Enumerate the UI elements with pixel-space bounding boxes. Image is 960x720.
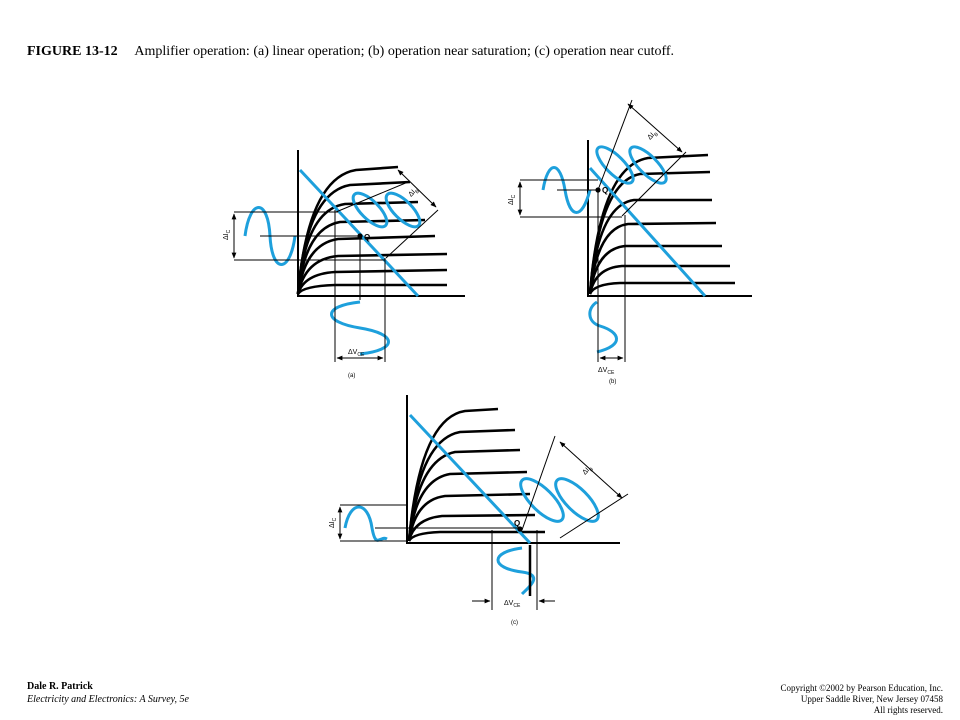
figure-number: FIGURE 13-12 (27, 44, 118, 59)
panel-c: Q ΔIC ΔIB ΔVCE (c) (329, 395, 629, 626)
panel-b-vce-label: ΔVCE (598, 367, 615, 376)
panel-c-ic-label: ΔIC (329, 517, 338, 528)
footer-copyright-3: All rights reserved. (873, 705, 943, 715)
panel-c-axes (406, 395, 620, 544)
panel-b-q-label: Q (602, 186, 608, 195)
panel-b-guides (520, 99, 687, 362)
panel-a-curves (296, 165, 448, 295)
panel-c-input-wave (343, 505, 388, 542)
footer-author-block: Dale R. Patrick Electricity and Electron… (27, 680, 189, 706)
panel-a-load-line (298, 168, 420, 298)
panel-c-vce-label: ΔVCE (504, 600, 521, 609)
panel-c-q-point (517, 526, 523, 532)
footer-author: Dale R. Patrick (27, 681, 93, 692)
panel-a-vce-wave (330, 300, 390, 356)
panel-a-vce-label: ΔVCE (348, 349, 365, 358)
panel-b-load-line (588, 166, 707, 298)
panel-b-q-point (595, 187, 601, 193)
panel-a-q-label: Q (364, 233, 370, 242)
panel-b: Q ΔIC ΔIB ΔVCE (b) (508, 99, 752, 385)
panel-c-curves (407, 407, 545, 542)
panel-c-guides (340, 435, 629, 610)
panel-c-vce-wave (496, 546, 536, 596)
figure-title: FIGURE 13-12 Amplifier operation: (a) li… (27, 44, 674, 60)
panel-a-q-point (357, 233, 363, 239)
panel-a-label: (a) (348, 373, 355, 379)
panel-c-load-line (408, 413, 532, 545)
panel-a-guides (234, 181, 439, 362)
figure-caption: Amplifier operation: (a) linear operatio… (134, 44, 675, 59)
panel-a-ib-label: ΔIB (407, 186, 421, 200)
footer-copyright-2: Upper Saddle River, New Jersey 07458 (800, 694, 943, 704)
panel-c-label: (c) (511, 620, 518, 626)
panel-b-label: (b) (609, 379, 616, 385)
panel-b-ib-arrow (627, 103, 683, 153)
panel-b-ib-wave-1 (595, 145, 635, 185)
panel-c-ib-wave-1 (519, 477, 565, 523)
panel-b-axes (587, 140, 752, 297)
footer-copyright-1: Copyright ©2002 by Pearson Education, In… (780, 683, 943, 693)
panel-a-ic-label: ΔIC (223, 229, 232, 240)
panel-b-vce-wave (588, 300, 618, 354)
panel-a-ib-wave-1 (351, 191, 389, 229)
panel-b-ic-label: ΔIC (508, 194, 517, 205)
footer-book: Electricity and Electronics: A Survey, 5… (27, 694, 189, 705)
panel-c-q-label: Q (514, 519, 520, 528)
panel-a-axes (297, 150, 465, 297)
panel-c-ib-arrow (559, 441, 623, 499)
panel-a-ib-arrow (397, 169, 437, 208)
footer-copyright-block: Copyright ©2002 by Pearson Education, In… (780, 683, 943, 716)
panel-a: Q ΔIC ΔIB ΔVCE (a) (223, 150, 465, 379)
panel-c-ib-label: ΔIB (581, 464, 595, 478)
panel-b-ib-label: ΔIB (646, 129, 660, 143)
